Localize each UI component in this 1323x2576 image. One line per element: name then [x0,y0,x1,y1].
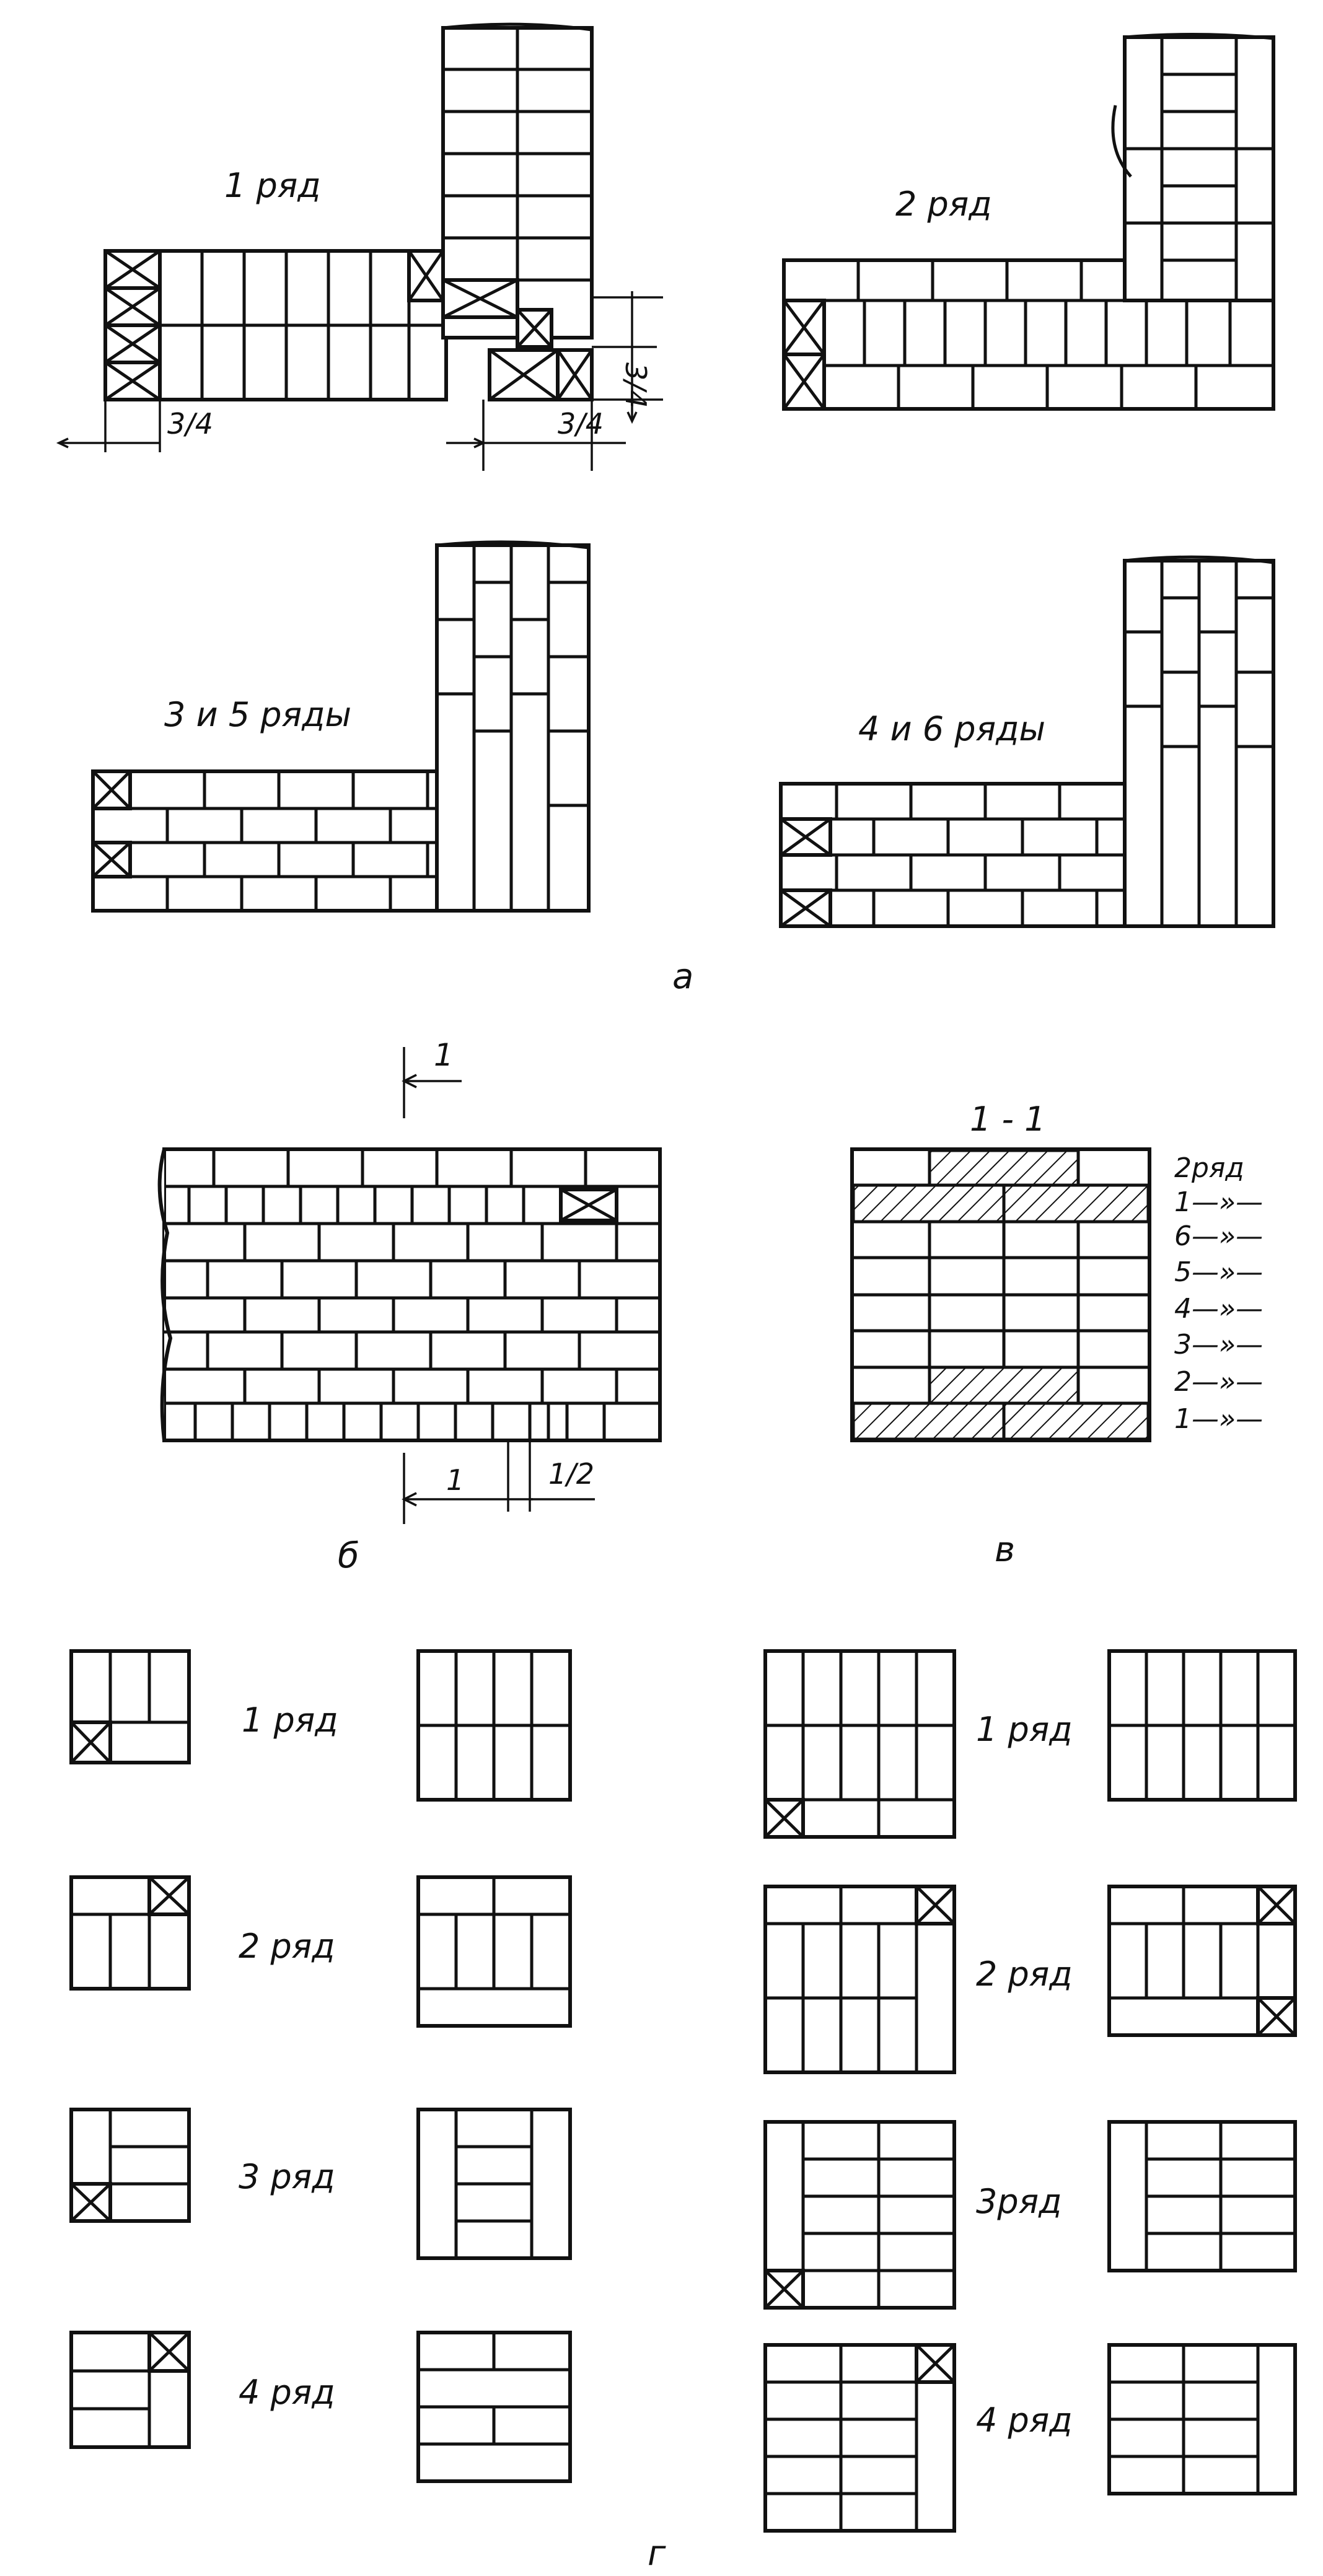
pillar-label: 4 ряд [976,2401,1073,2440]
pillar-label: 3ряд [976,2182,1061,2221]
pillar-label: 1 ряд [976,1710,1073,1749]
diagram-row-1: 1 ряд 3/4 3/4 3/4 [56,22,663,471]
dimension-lines [56,291,663,471]
label-section-title: 1 - 1 [970,1100,1046,1139]
pillar-label: 4 ряд [239,2373,335,2412]
label-dim-1: 1 [446,1463,464,1497]
section-row-label: 1—»— [1174,1403,1263,1435]
label-part-b: б [338,1536,359,1576]
section-row-label: 5—»— [1174,1256,1263,1288]
label-part-v: в [995,1530,1015,1570]
diagram-row-2: 2 ряд [782,32,1275,411]
closer-bricks [103,249,162,401]
large-pillar-row-4: 4 ряд [763,2343,1297,2533]
small-pillar-row-3: 3 ряд [69,2108,572,2260]
part-g-pillars: 1 ряд 2 ряд [69,1649,1297,2574]
label-row-1: 1 ряд [224,166,321,205]
part-v-section: 1 - 1 2ряд 1—»— 6—»— 5—»— 4—»— 3—»— 2—»—… [850,1100,1263,1570]
section-row-labels: 2ряд 1—»— 6—»— 5—»— 4—»— 3—»— 2—»— 1—»— [1174,1152,1263,1435]
label-part-a: а [672,957,693,997]
section-row-label: 3—»— [1174,1329,1263,1360]
label-row-2: 2 ряд [895,185,992,224]
pillar-label: 3 ряд [239,2157,335,2196]
section-marker [402,1047,595,1524]
label-dim-1-2: 1/2 [548,1457,594,1491]
section-row-label: 1—»— [1174,1186,1263,1218]
section-row-label: 6—»— [1174,1220,1263,1252]
label-rows-3-5: 3 и 5 ряды [164,695,351,734]
label-three-quarters-bottom: 3/4 [558,407,604,440]
part-b-wall-facade: 1 1 1/2 б [157,1037,662,1576]
label-part-g: г [648,2533,666,2574]
small-pillar-row-4: 4 ряд [69,2331,572,2483]
small-pillar-row-1: 1 ряд [69,1649,572,1802]
section-row-label: 4—»— [1174,1293,1263,1325]
large-pillar-row-3: 3ряд [763,2120,1297,2310]
pillar-label: 2 ряд [239,1927,335,1966]
label-three-quarters-left: 3/4 [167,407,213,440]
diagram-rows-4-6: 4 и 6 ряды [779,555,1275,928]
section-row-label: 2ряд [1174,1152,1244,1184]
small-pillar-row-2: 2 ряд [69,1875,572,2028]
large-pillar-row-1: 1 ряд [763,1649,1297,1839]
label-section-mark: 1 [434,1037,454,1073]
large-pillar-row-2: 2 ряд [763,1885,1297,2074]
label-three-quarters-vertical: 3/4 [619,362,653,408]
diagram-rows-3-5: 3 и 5 ряды [91,540,591,913]
label-rows-4-6: 4 и 6 ряды [858,709,1045,748]
pillar-label: 2 ряд [976,1955,1073,1994]
section-row-label: 2—»— [1174,1366,1263,1398]
part-a: 1 ряд 3/4 3/4 3/4 [56,22,1275,997]
quarter-closers [407,249,594,401]
pillar-label: 1 ряд [242,1701,338,1740]
